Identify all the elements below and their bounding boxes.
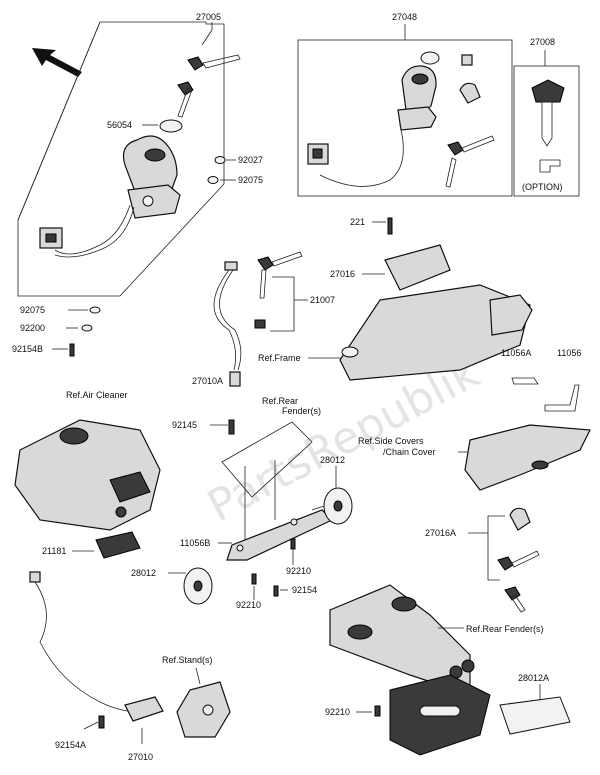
label-92145: 92145 [172, 420, 197, 430]
pad-28012-upper [323, 487, 353, 525]
label-92210-b: 92210 [236, 600, 261, 610]
air-cleaner-housing [14, 419, 161, 531]
key-blank-box [513, 65, 580, 197]
reflector-28012a [499, 696, 571, 735]
bolt-92210-a [290, 538, 296, 550]
label-221: 221 [350, 217, 365, 227]
label-21181: 21181 [42, 546, 66, 556]
rear-fender-upper-plate [221, 421, 313, 498]
lock-set-27048 [307, 51, 495, 188]
ring-56054 [159, 119, 183, 133]
label-27005: 27005 [196, 12, 221, 22]
front-arrow-icon [32, 48, 82, 77]
label-92200: 92200 [20, 323, 45, 333]
label-92075-right: 92075 [238, 175, 263, 185]
side-cover [464, 424, 591, 491]
connector-27005 [39, 227, 63, 249]
label-chain-cover: /Chain Cover [383, 447, 436, 457]
switch-cable-27010a [213, 261, 242, 435]
ignition-switch-set-box [17, 21, 225, 297]
label-27010a: 27010A [192, 376, 223, 386]
label-28012-lower: 28012 [131, 568, 156, 578]
label-27016a: 27016A [425, 528, 456, 538]
label-option: (OPTION) [522, 182, 563, 192]
label-56054: 56054 [107, 120, 132, 130]
label-92210-c: 92210 [325, 707, 350, 717]
bracket-11056a [511, 377, 580, 412]
label-ref-air-cleaner: Ref.Air Cleaner [66, 390, 128, 400]
label-rear-fenders: Fender(s) [282, 406, 321, 416]
label-27016: 27016 [330, 269, 355, 279]
label-11056b: 11056B [180, 538, 210, 548]
label-92154b: 92154B [12, 344, 43, 354]
label-ref-stand: Ref.Stand(s) [162, 655, 213, 665]
side-stand-bracket [176, 681, 231, 738]
label-92154a: 92154A [55, 740, 86, 750]
rear-fender-lower [329, 584, 491, 756]
washer-92075 [207, 176, 219, 184]
bracket-11056b [226, 509, 334, 561]
label-28012-upper: 28012 [320, 455, 345, 465]
label-92027: 92027 [238, 155, 263, 165]
ecu-21181 [95, 531, 141, 559]
label-11056: 11056 [557, 348, 581, 358]
key-set-27005 [177, 54, 241, 118]
switch-cable-27010 [29, 571, 164, 729]
pad-28012-lower [183, 567, 213, 605]
label-27008: 27008 [530, 37, 555, 47]
washer-92027 [214, 156, 226, 164]
label-11056a: 11056A [501, 348, 531, 358]
label-ref-rear: Ref.Rear [262, 396, 298, 406]
switch-27016a [497, 507, 540, 613]
ignition-switch-body [54, 135, 181, 258]
label-ref-side-covers: Ref.Side Covers [358, 436, 424, 446]
label-ref-rear-fender-lower: Ref.Rear Fender(s) [466, 624, 544, 634]
label-ref-frame: Ref.Frame [258, 353, 301, 363]
label-28012a: 28012A [518, 673, 549, 683]
label-21007: 21007 [310, 295, 335, 305]
frame-bracket-27016 [339, 244, 533, 381]
label-92075-left: 92075 [20, 305, 45, 315]
label-92154: 92154 [292, 585, 317, 595]
label-27048: 27048 [392, 12, 417, 22]
key-blank-27008 [531, 79, 565, 173]
label-27010: 27010 [128, 752, 153, 762]
label-92210-a: 92210 [286, 566, 311, 576]
key-set-21007 [254, 251, 303, 329]
